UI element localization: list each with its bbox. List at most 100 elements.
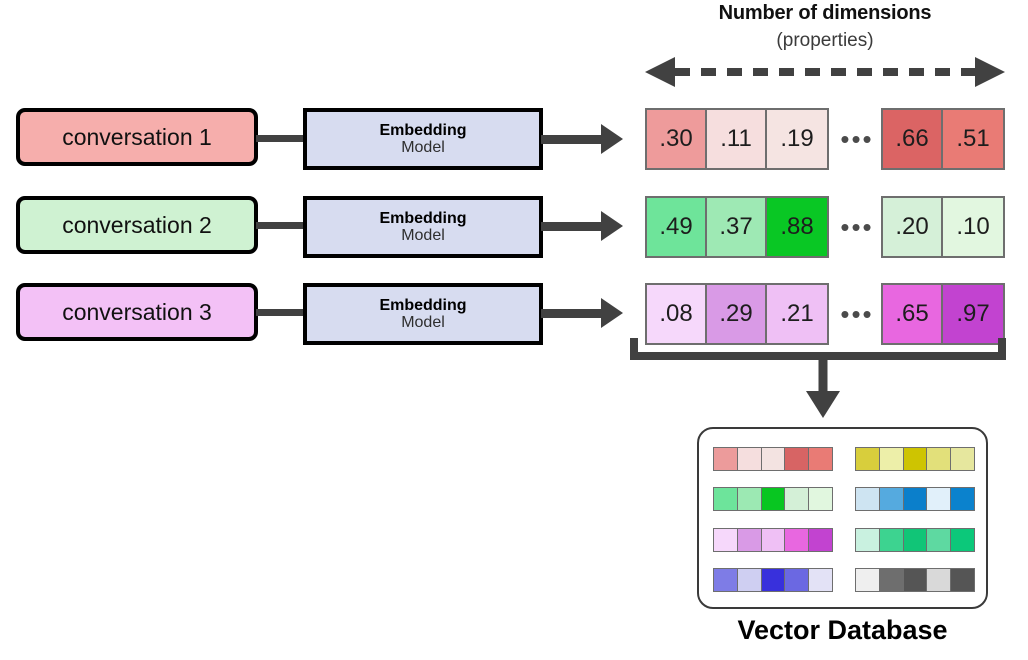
db-cell bbox=[809, 528, 832, 551]
embedding-model-title-3: Embedding bbox=[379, 296, 467, 314]
db-cell bbox=[856, 528, 880, 551]
dimensions-subtitle: (properties) bbox=[776, 30, 874, 51]
vector-ellipsis-1: ••• bbox=[840, 123, 874, 154]
db-cell bbox=[927, 448, 952, 470]
db-cell bbox=[879, 448, 904, 470]
conversation-box-1[interactable]: conversation 1 bbox=[16, 108, 258, 166]
db-row-teal bbox=[855, 527, 975, 552]
vector-cell: .21 bbox=[767, 285, 827, 343]
vector-cell: .30 bbox=[647, 110, 707, 168]
db-cell bbox=[714, 528, 738, 551]
conversation-label-2: conversation 2 bbox=[62, 211, 212, 238]
embedding-model-subtitle-3: Model bbox=[401, 314, 445, 331]
db-cell bbox=[927, 568, 952, 591]
db-cell bbox=[785, 448, 810, 470]
db-cell bbox=[737, 528, 762, 551]
db-cell bbox=[714, 568, 738, 591]
conversation-box-2[interactable]: conversation 2 bbox=[16, 196, 258, 254]
vector-cell: .66 bbox=[883, 110, 943, 168]
vector-ellipsis-2: ••• bbox=[840, 211, 874, 242]
down-arrow-icon bbox=[806, 358, 840, 418]
vector-cell: .97 bbox=[943, 285, 1003, 343]
embedding-model-box-2[interactable]: Embedding Model bbox=[303, 196, 543, 258]
db-cell bbox=[809, 448, 832, 470]
db-row-red bbox=[713, 447, 833, 471]
db-cell bbox=[737, 568, 762, 591]
db-row-green bbox=[713, 487, 833, 512]
db-row-yellow bbox=[855, 447, 975, 471]
vector-group-tail-2: .20.10 bbox=[881, 196, 1005, 258]
db-cell bbox=[785, 488, 810, 511]
db-cell bbox=[761, 568, 786, 591]
db-cell bbox=[951, 488, 974, 511]
db-cell bbox=[903, 568, 928, 591]
db-cell bbox=[879, 488, 904, 511]
db-cell bbox=[903, 528, 928, 551]
db-cell bbox=[927, 528, 952, 551]
db-cell bbox=[809, 568, 832, 591]
vector-cell: .19 bbox=[767, 110, 827, 168]
dimensions-title: Number of dimensions bbox=[718, 2, 932, 24]
vector-cell: .51 bbox=[943, 110, 1003, 168]
vector-cell: .49 bbox=[647, 198, 707, 256]
db-cell bbox=[951, 568, 974, 591]
vector-cell: .08 bbox=[647, 285, 707, 343]
db-cell bbox=[927, 488, 952, 511]
vector-group-head-2: .49.37.88 bbox=[645, 196, 829, 258]
db-cell bbox=[903, 448, 928, 470]
db-cell bbox=[856, 488, 880, 511]
conversation-label-3: conversation 3 bbox=[62, 298, 212, 325]
arrow-shaft-1 bbox=[541, 135, 603, 144]
db-cell bbox=[785, 568, 810, 591]
conversation-box-3[interactable]: conversation 3 bbox=[16, 283, 258, 341]
db-cell bbox=[785, 528, 810, 551]
vector-database-label: Vector Database bbox=[737, 615, 948, 645]
conversation-label-1: conversation 1 bbox=[62, 123, 212, 150]
db-cell bbox=[856, 568, 880, 591]
double-headed-dashed-arrow-icon bbox=[645, 57, 1005, 87]
db-row-gray bbox=[855, 567, 975, 592]
embedding-model-subtitle-2: Model bbox=[401, 227, 445, 244]
vector-cell: .37 bbox=[707, 198, 767, 256]
connector-line-1 bbox=[256, 135, 306, 142]
db-cell bbox=[951, 448, 974, 470]
arrow-shaft-3 bbox=[541, 309, 603, 318]
vector-cell: .20 bbox=[883, 198, 943, 256]
db-cell bbox=[714, 448, 738, 470]
db-row-blue bbox=[855, 487, 975, 512]
connector-line-2 bbox=[256, 222, 306, 229]
connector-line-3 bbox=[256, 309, 306, 316]
vector-cell: .88 bbox=[767, 198, 827, 256]
vector-group-tail-1: .66.51 bbox=[881, 108, 1005, 170]
embedding-model-box-1[interactable]: Embedding Model bbox=[303, 108, 543, 170]
embedding-model-title-1: Embedding bbox=[379, 121, 467, 139]
db-cell bbox=[903, 488, 928, 511]
db-cell bbox=[879, 528, 904, 551]
db-cell bbox=[951, 528, 974, 551]
vector-group-tail-3: .65.97 bbox=[881, 283, 1005, 345]
right-arrow-icon-2 bbox=[601, 211, 623, 241]
vector-group-head-1: .30.11.19 bbox=[645, 108, 829, 170]
db-row-indigo bbox=[713, 567, 833, 592]
db-cell bbox=[761, 488, 786, 511]
vector-row-1: .30.11.19•••.66.51 bbox=[645, 108, 1007, 170]
db-row-violet bbox=[713, 527, 833, 552]
db-cell bbox=[809, 488, 832, 511]
gather-bracket-icon bbox=[630, 338, 1006, 360]
right-arrow-icon-3 bbox=[601, 298, 623, 328]
vector-row-3: .08.29.21•••.65.97 bbox=[645, 283, 1007, 345]
db-cell bbox=[761, 448, 786, 470]
vector-group-head-3: .08.29.21 bbox=[645, 283, 829, 345]
db-cell bbox=[856, 448, 880, 470]
vector-database-grid bbox=[713, 447, 975, 593]
right-arrow-icon-1 bbox=[601, 124, 623, 154]
embedding-model-box-3[interactable]: Embedding Model bbox=[303, 283, 543, 345]
db-cell bbox=[879, 568, 904, 591]
embedding-model-subtitle-1: Model bbox=[401, 139, 445, 156]
db-cell bbox=[737, 448, 762, 470]
vector-cell: .11 bbox=[707, 110, 767, 168]
arrow-shaft-2 bbox=[541, 222, 603, 231]
db-cell bbox=[737, 488, 762, 511]
vector-cell: .10 bbox=[943, 198, 1003, 256]
vector-row-2: .49.37.88•••.20.10 bbox=[645, 196, 1007, 258]
